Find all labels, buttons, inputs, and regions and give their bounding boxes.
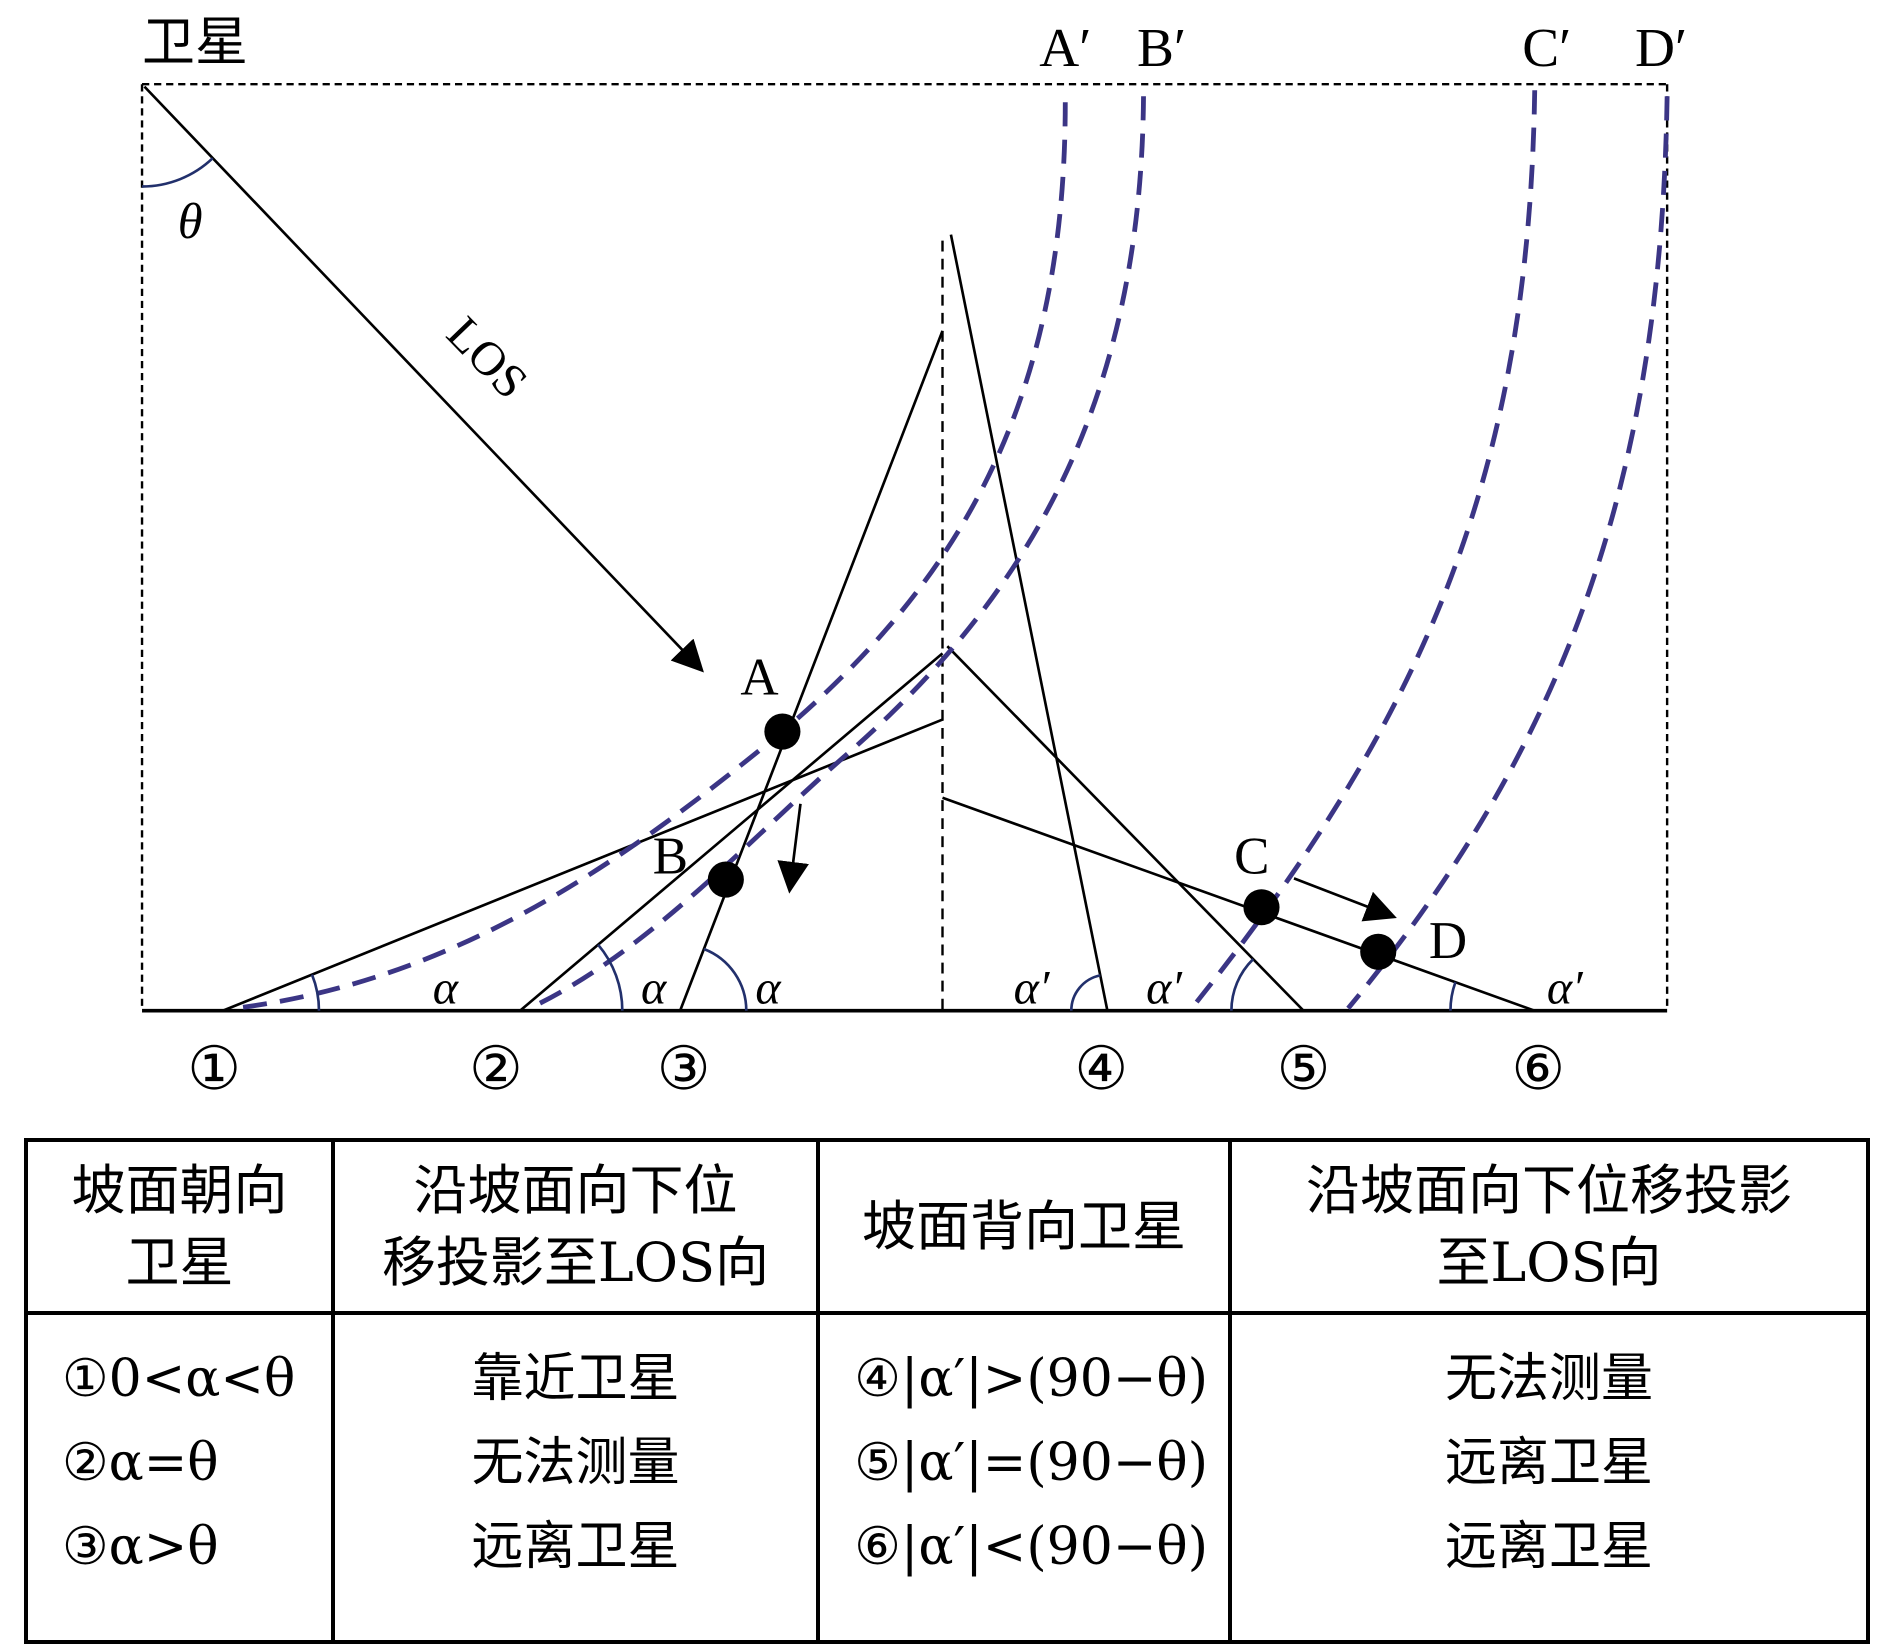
slope-line-5 — [946, 645, 1305, 1012]
theta-label: θ — [178, 193, 203, 249]
point-label-b: B — [653, 828, 688, 886]
table-cell-line: ②α=θ — [62, 1433, 219, 1493]
projection-curve-d — [1346, 96, 1670, 1010]
header-away-projection: 沿坡面向下位移投影 至LOS向 — [1228, 1138, 1870, 1315]
displacement-arrow-ab — [777, 803, 809, 894]
slope-line-4 — [949, 234, 1109, 1012]
point-label-c: C — [1234, 828, 1269, 886]
table-cell-line: ⑤|α′|=(90−θ) — [854, 1433, 1208, 1493]
summary-table: 坡面朝向 卫星 沿坡面向下位 移投影至LOS向 坡面背向卫星 沿坡面向下位移投影… — [24, 1138, 1870, 1644]
projection-curve-a — [234, 102, 1068, 1011]
table-cell-line: 无法测量 — [1444, 1349, 1653, 1409]
table-header-row: 坡面朝向 卫星 沿坡面向下位 移投影至LOS向 坡面背向卫星 沿坡面向下位移投影… — [24, 1138, 1870, 1315]
header-away-satellite: 坡面背向卫星 — [816, 1138, 1232, 1315]
slope-line-3 — [678, 330, 944, 1012]
header-facing-satellite: 坡面朝向 卫星 — [24, 1138, 335, 1315]
angle-arc-4 — [1069, 974, 1101, 1011]
header-line: 沿坡面向下位移投影 — [1306, 1158, 1792, 1222]
slope-line-2 — [519, 652, 944, 1012]
header-line: 坡面背向卫星 — [862, 1194, 1186, 1258]
angle-label-1: α — [433, 962, 460, 1015]
table-cell-line: ③α>θ — [62, 1517, 219, 1577]
angle-label-3: α — [755, 962, 782, 1015]
slope-number-1: ① — [187, 1036, 241, 1103]
facing-conditions-cell: ①0<α<θ ②α=θ ③α>θ — [24, 1311, 335, 1644]
slope-line-1 — [222, 718, 943, 1012]
angle-arc-6 — [1449, 981, 1457, 1011]
table-cell-line: 远离卫星 — [1444, 1433, 1653, 1493]
table-cell-line: ④|α′|>(90−θ) — [854, 1349, 1208, 1409]
angle-arc-3 — [703, 947, 748, 1011]
los-label: LOS — [436, 307, 537, 409]
curve-label-d: D′ — [1635, 17, 1687, 78]
point-label-d: D — [1429, 912, 1467, 970]
header-facing-projection: 沿坡面向下位 移投影至LOS向 — [331, 1138, 820, 1315]
table-cell-line: ①0<α<θ — [62, 1349, 296, 1409]
slope-number-5: ⑤ — [1277, 1036, 1331, 1103]
theta-angle-arc — [142, 157, 214, 188]
slope-projection-table: 坡面朝向 卫星 沿坡面向下位 移投影至LOS向 坡面背向卫星 沿坡面向下位移投影… — [24, 1138, 1870, 1644]
slope-number-4: ④ — [1074, 1036, 1128, 1103]
angle-label-2: α — [641, 962, 668, 1015]
header-line: 至LOS向 — [1436, 1230, 1662, 1294]
table-cell-line: 远离卫星 — [471, 1517, 680, 1577]
point-a-marker — [764, 713, 801, 750]
slope-line-6 — [942, 796, 1536, 1012]
slope-number-6: ⑥ — [1511, 1036, 1565, 1103]
projection-curve-b — [528, 96, 1146, 1011]
facing-results-cell: 靠近卫星 无法测量 远离卫星 — [331, 1311, 820, 1644]
satellite-label: 卫星 — [142, 12, 248, 73]
curve-label-a: A′ — [1039, 17, 1091, 78]
table-cell-line: 无法测量 — [471, 1433, 680, 1493]
header-line: 沿坡面向下位 — [413, 1158, 738, 1222]
header-line: 卫星 — [125, 1230, 234, 1294]
curve-label-c: C′ — [1522, 17, 1571, 78]
angle-label-4: α′ — [1014, 962, 1051, 1015]
slope-number-2: ② — [469, 1036, 523, 1103]
away-conditions-cell: ④|α′|>(90−θ) ⑤|α′|=(90−θ) ⑥|α′|<(90−θ) — [816, 1311, 1232, 1644]
header-line: 移投影至LOS向 — [381, 1230, 770, 1294]
angle-label-5: α′ — [1146, 962, 1183, 1015]
projection-curve-c — [1189, 90, 1538, 1010]
satellite-frame — [140, 83, 1669, 1011]
point-c-marker — [1243, 889, 1280, 926]
point-d-marker — [1360, 933, 1397, 970]
point-b-marker — [707, 861, 744, 898]
away-results-cell: 无法测量 远离卫星 远离卫星 — [1228, 1311, 1870, 1644]
slope-number-3: ③ — [657, 1036, 711, 1103]
angle-label-6: α′ — [1547, 962, 1584, 1015]
table-body-row: ①0<α<θ ②α=θ ③α>θ 靠近卫星 无法测量 远离卫星 ④|α′|>(9… — [24, 1311, 1870, 1644]
angle-arc-1 — [310, 974, 321, 1011]
angle-arc-2 — [597, 943, 624, 1011]
los-ray — [143, 85, 704, 673]
insar-slope-geometry-diagram: 卫星 θ LOS A′ B′ C′ D′ A B C D α α α α′ α′… — [140, 12, 1687, 1103]
table-cell-line: 靠近卫星 — [471, 1349, 680, 1409]
curve-label-b: B′ — [1137, 17, 1186, 78]
table-cell-line: ⑥|α′|<(90−θ) — [854, 1517, 1208, 1577]
table-cell-line: 远离卫星 — [1444, 1517, 1653, 1577]
header-line: 坡面朝向 — [71, 1158, 288, 1222]
displacement-arrow-cd — [1293, 877, 1397, 922]
angle-arc-5 — [1230, 958, 1255, 1011]
point-label-a: A — [740, 648, 778, 706]
